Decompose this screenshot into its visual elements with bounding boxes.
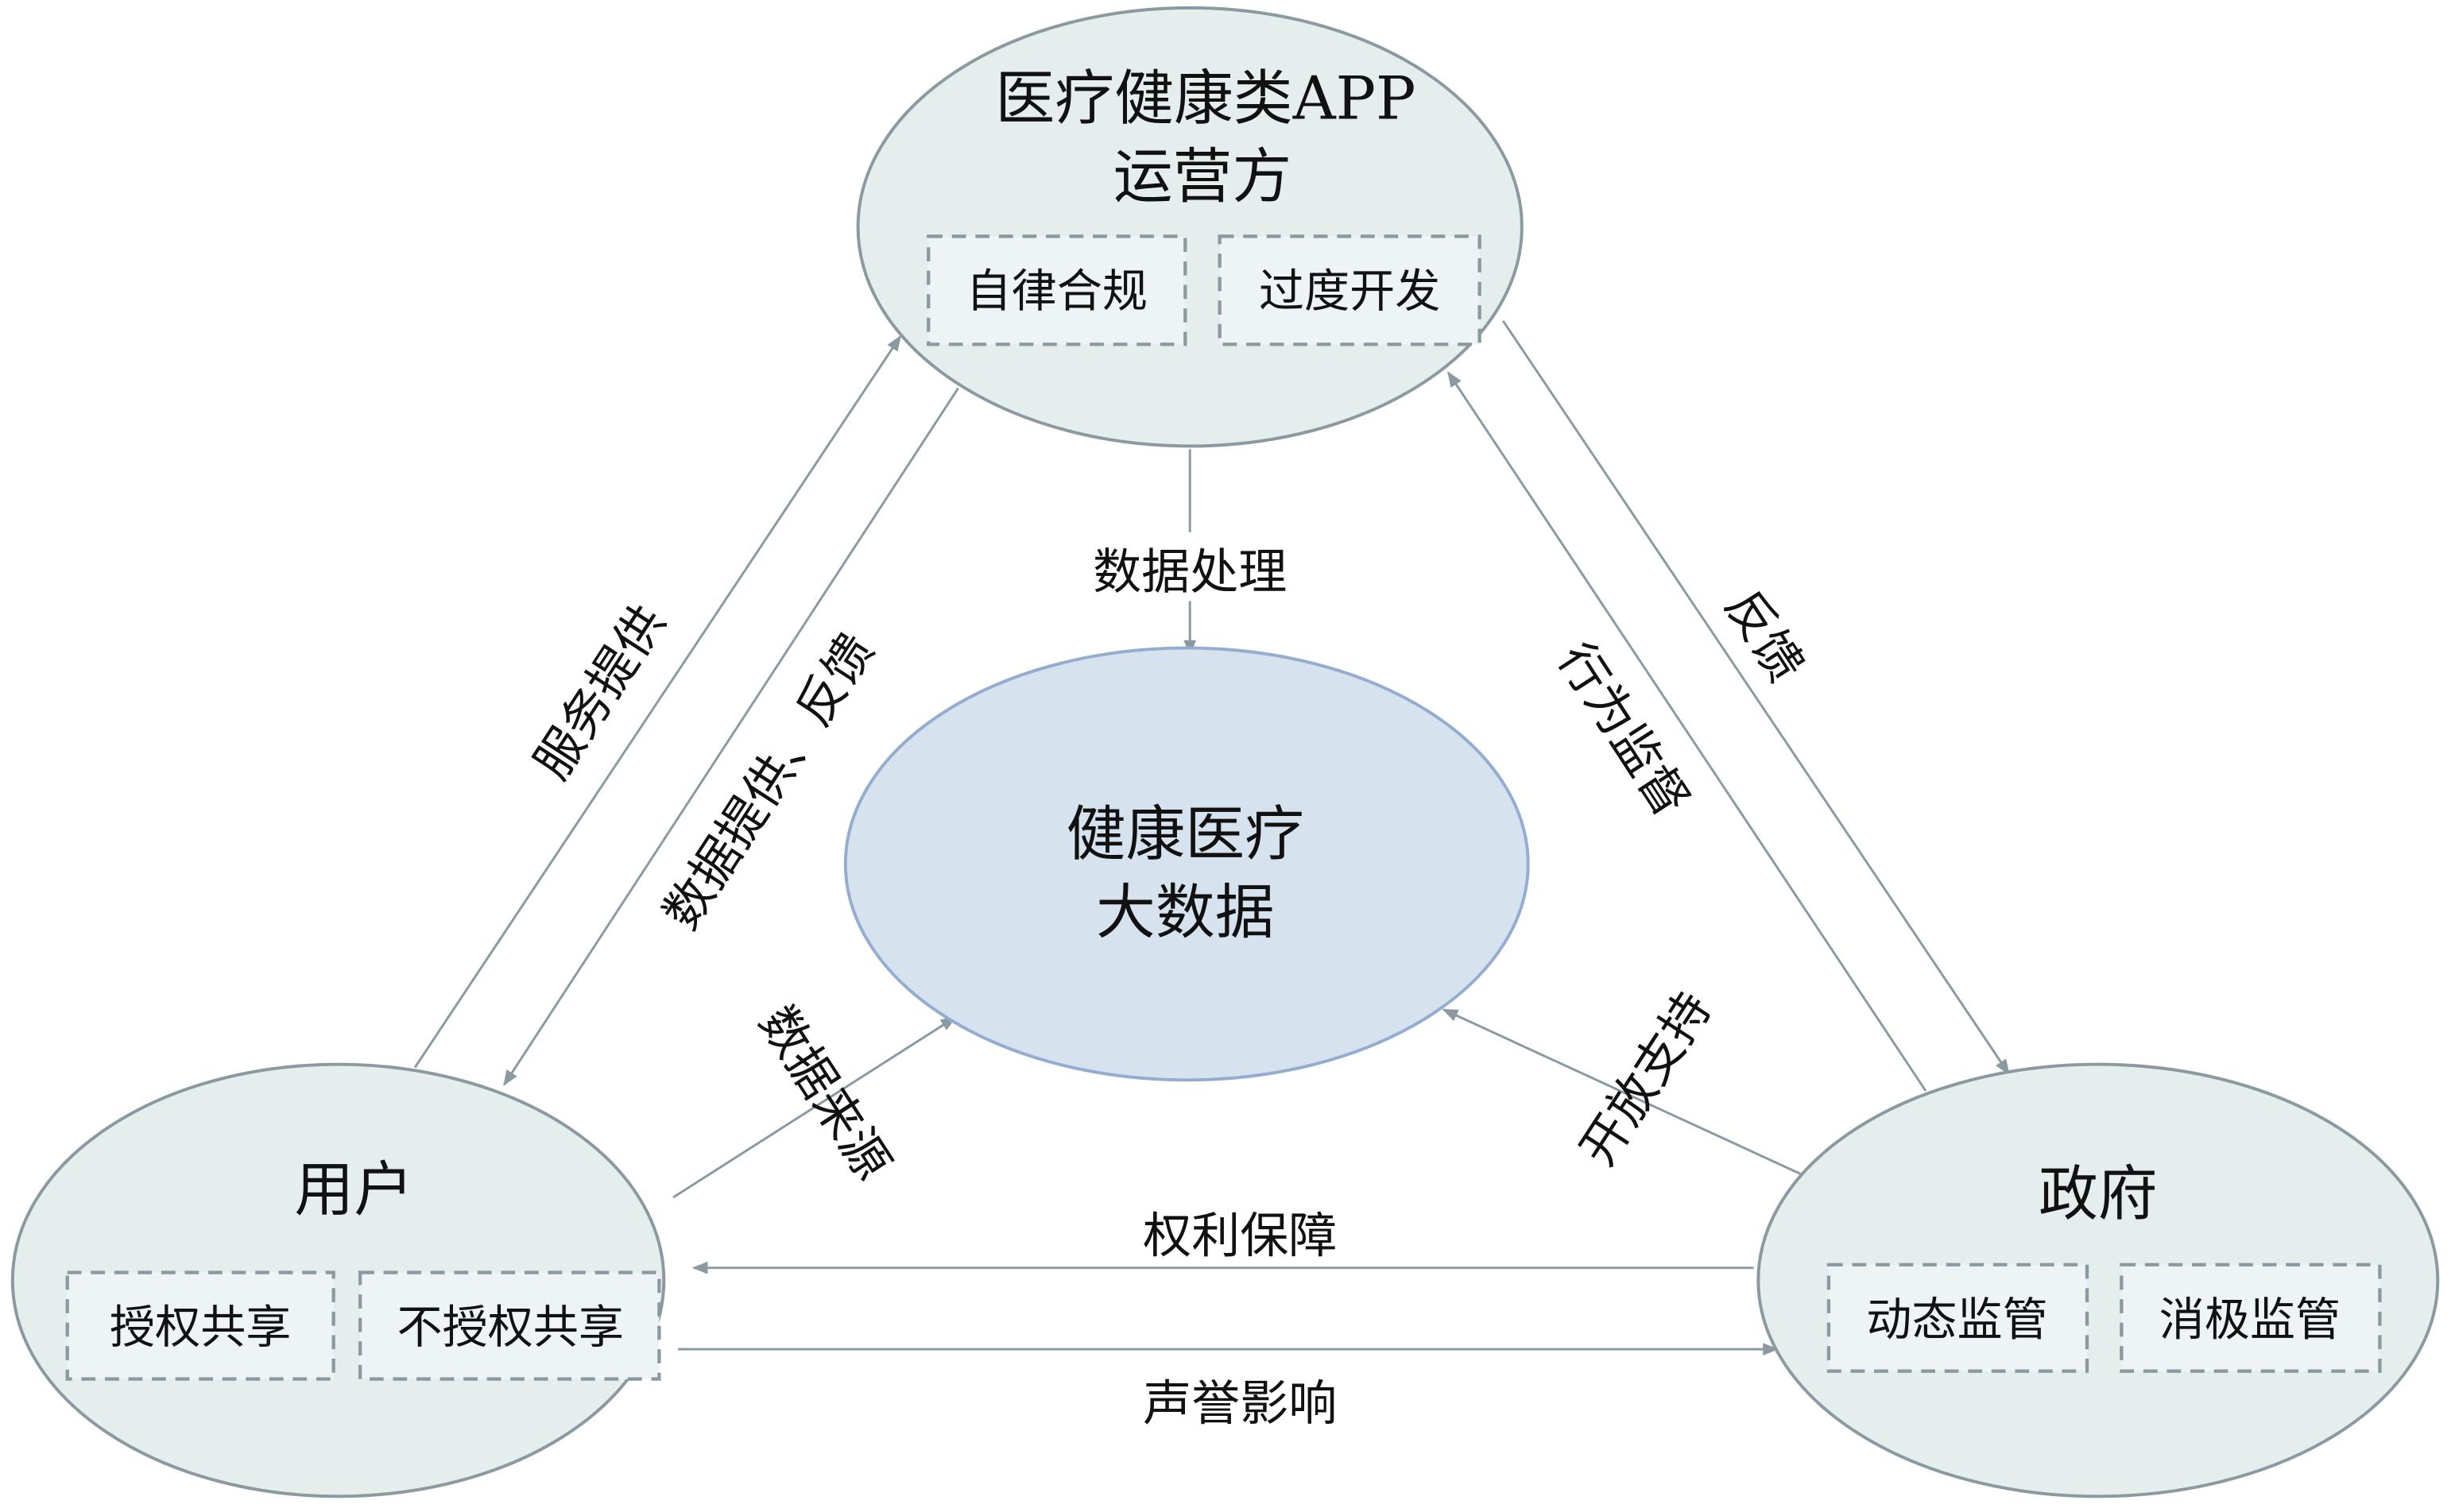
label-bg <box>1074 532 1306 601</box>
operator-title-line2: 运营方 <box>1113 142 1292 211</box>
center-title-line1: 健康医疗 <box>1067 800 1304 869</box>
user-box-1-label: 授权共享 <box>110 1301 291 1354</box>
operator-box-1-label: 自律合规 <box>966 265 1148 318</box>
node-center: 健康医疗 大数据 <box>843 646 1530 1082</box>
operator-title-line1: 医疗健康类APP <box>995 64 1415 133</box>
government-title: 政府 <box>2039 1160 2158 1229</box>
edge-feedback <box>1501 320 2010 1076</box>
label-data-source: 数据来源 <box>748 996 901 1189</box>
label-rights-protection: 权利保障 <box>1143 1208 1337 1264</box>
operator-box-2 <box>1218 234 1481 346</box>
node-operator: 医疗健康类APP 运营方 自律合规 过度开发 <box>856 6 1524 448</box>
label-behavior-supervision: 行为监督 <box>1547 633 1700 826</box>
edge-data-source <box>672 1016 957 1199</box>
user-box-2-label: 不授权共享 <box>397 1301 624 1354</box>
center-ellipse <box>843 646 1530 1082</box>
label-feedback: 反馈 <box>1714 580 1814 692</box>
edge-service-provision <box>413 334 902 1069</box>
edges <box>413 320 2010 1356</box>
government-box-1-label: 动态监管 <box>1866 1294 2047 1346</box>
edge-data-provision-feedback <box>503 387 959 1086</box>
government-ellipse <box>1756 1062 2440 1498</box>
label-service-provision: 服务提供 <box>524 596 677 789</box>
node-government: 政府 动态监管 消极监管 <box>1756 1062 2440 1498</box>
edge-behavior-supervision <box>1447 371 1927 1092</box>
government-box-2 <box>2120 1263 2382 1373</box>
government-box-1 <box>1826 1263 2089 1373</box>
label-reputation-impact: 声誉影响 <box>1143 1375 1337 1432</box>
user-title: 用户 <box>294 1155 413 1224</box>
user-ellipse <box>10 1062 666 1498</box>
user-box-1 <box>65 1270 335 1381</box>
government-box-2-label: 消极监管 <box>2159 1294 2341 1346</box>
operator-box-2-label: 过度开发 <box>1259 265 1440 318</box>
edge-open-support <box>1442 1008 1802 1175</box>
operator-box-1 <box>927 234 1187 346</box>
center-title-line2: 大数据 <box>1096 878 1275 947</box>
user-box-2 <box>358 1270 661 1381</box>
node-user: 用户 授权共享 不授权共享 <box>10 1062 666 1498</box>
label-data-processing: 数据处理 <box>1093 544 1287 601</box>
